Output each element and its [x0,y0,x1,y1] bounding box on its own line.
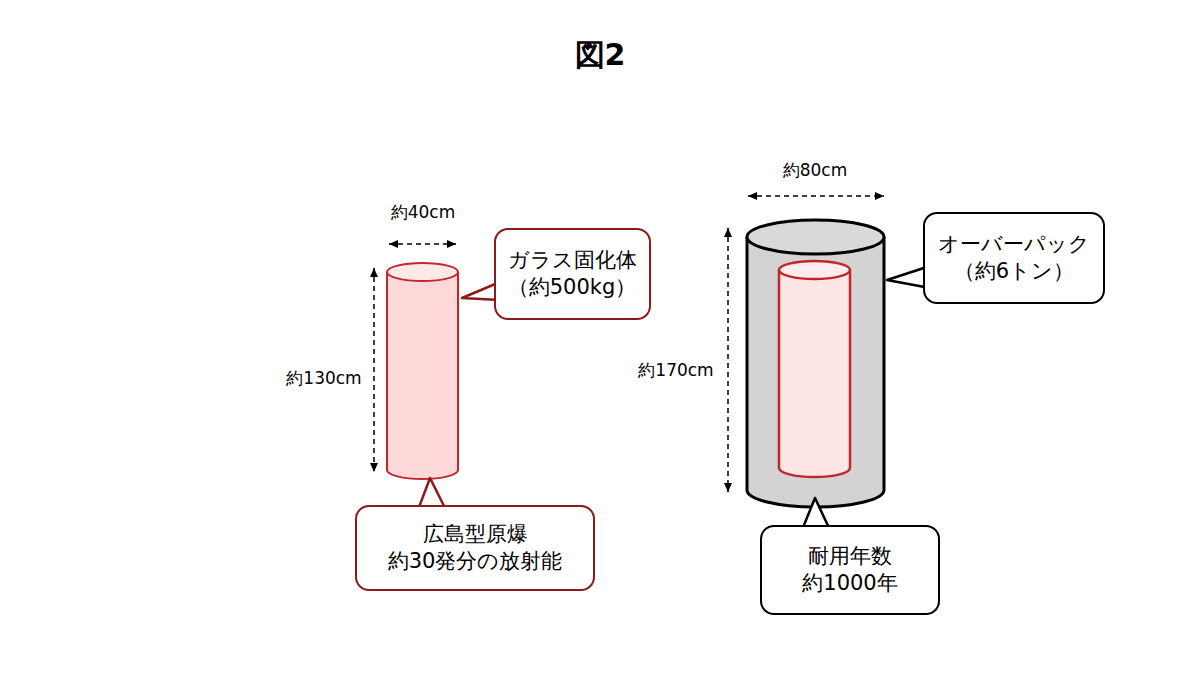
callout-text: ガラス固化体 [508,247,637,274]
dimension-label: 約170cm [636,359,715,382]
callout-text: （約6トン） [954,258,1074,285]
callout-text: 耐用年数 [808,543,892,570]
callout-box: 耐用年数約1000年 [760,525,940,615]
overpack-cylinder [747,220,884,507]
dimension-label: 約130cm [284,367,363,390]
figure-title: 図2 [575,35,626,76]
callout-text: オーバーパック [938,231,1090,258]
width-arrow [748,195,884,197]
callout-box: オーバーパック（約6トン） [923,212,1105,304]
callout-text: 広島型原爆 [423,521,528,548]
dimension-label: 約40cm [389,201,458,224]
callout-box: 広島型原爆約30発分の放射能 [355,505,595,591]
callout-text: 約1000年 [802,570,897,597]
width-arrow [389,243,456,245]
callout-text: 約30発分の放射能 [388,548,563,575]
height-arrow [727,228,729,492]
callout-box: ガラス固化体（約500kg） [494,228,651,320]
callout-text: （約500kg） [508,274,637,301]
glass-cylinder [387,263,458,479]
height-arrow [373,268,375,472]
dimension-label: 約80cm [781,159,850,182]
